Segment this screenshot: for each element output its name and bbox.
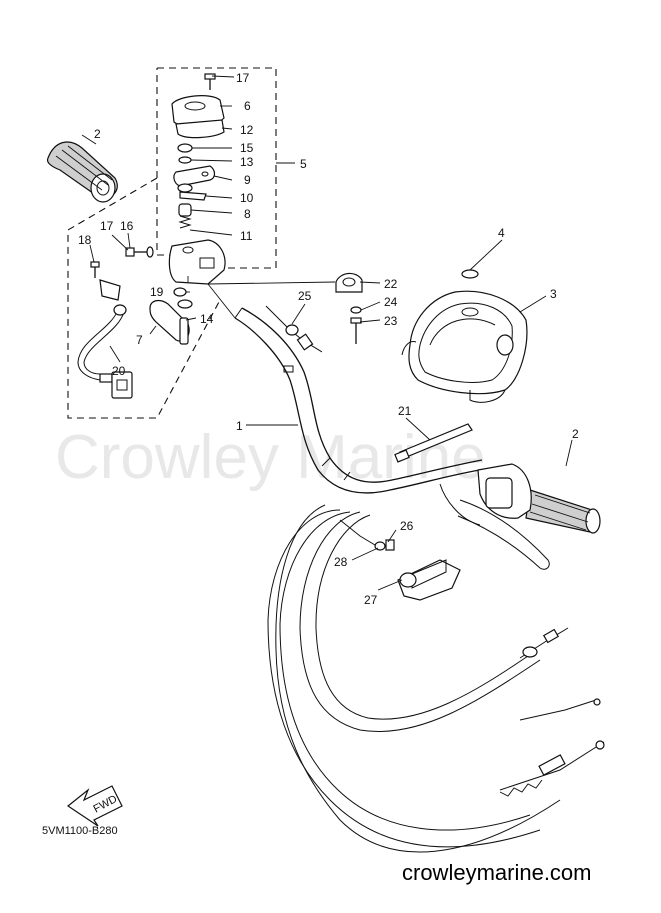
- cable-bracket: [339, 519, 461, 601]
- diagram-code: 5VM1100-B280: [42, 825, 118, 837]
- label-25: 25: [298, 289, 312, 303]
- label-17-top: 17: [236, 71, 250, 85]
- watermark: Crowley Marine: [55, 423, 486, 492]
- handlebar-cover: [401, 290, 528, 403]
- label-17-left: 17: [100, 219, 114, 233]
- cap: [461, 269, 479, 279]
- switch-parts: [77, 73, 236, 399]
- label-7: 7: [136, 333, 143, 347]
- label-10: 10: [240, 191, 254, 205]
- label-22: 22: [384, 277, 398, 291]
- label-13: 13: [240, 155, 254, 169]
- label-27: 27: [364, 593, 378, 607]
- label-2-left: 2: [94, 127, 101, 141]
- label-3: 3: [550, 287, 557, 301]
- label-18: 18: [78, 233, 92, 247]
- label-11: 11: [240, 229, 253, 243]
- cables: [267, 504, 605, 853]
- label-19: 19: [150, 285, 164, 299]
- label-14: 14: [200, 312, 214, 326]
- switch-assembly-outline: [67, 67, 277, 419]
- leader-lines: [81, 75, 573, 591]
- label-12: 12: [240, 123, 254, 137]
- label-28: 28: [334, 555, 348, 569]
- label-1: 1: [236, 419, 243, 433]
- label-21: 21: [398, 404, 412, 418]
- part-labels: 17 6 12 15 13 9 10 8 11 5 2 2 4 3 1 22 2…: [78, 71, 579, 607]
- label-24: 24: [384, 295, 398, 309]
- right-grip: [439, 463, 601, 570]
- label-23: 23: [384, 314, 398, 328]
- label-5: 5: [300, 157, 307, 171]
- label-20: 20: [112, 364, 126, 378]
- label-2-right: 2: [572, 427, 579, 441]
- handlebar: [234, 307, 483, 494]
- clamp-parts: [265, 272, 363, 353]
- label-4: 4: [498, 226, 505, 240]
- label-15: 15: [240, 141, 254, 155]
- cable-tie: [394, 423, 473, 463]
- label-6: 6: [244, 99, 251, 113]
- label-26: 26: [400, 519, 414, 533]
- label-16: 16: [120, 219, 134, 233]
- label-8: 8: [244, 207, 251, 221]
- label-9: 9: [244, 173, 251, 187]
- fwd-arrow: FWD: [66, 785, 123, 827]
- site-url: crowleymarine.com: [402, 860, 592, 885]
- left-grip: [46, 141, 118, 203]
